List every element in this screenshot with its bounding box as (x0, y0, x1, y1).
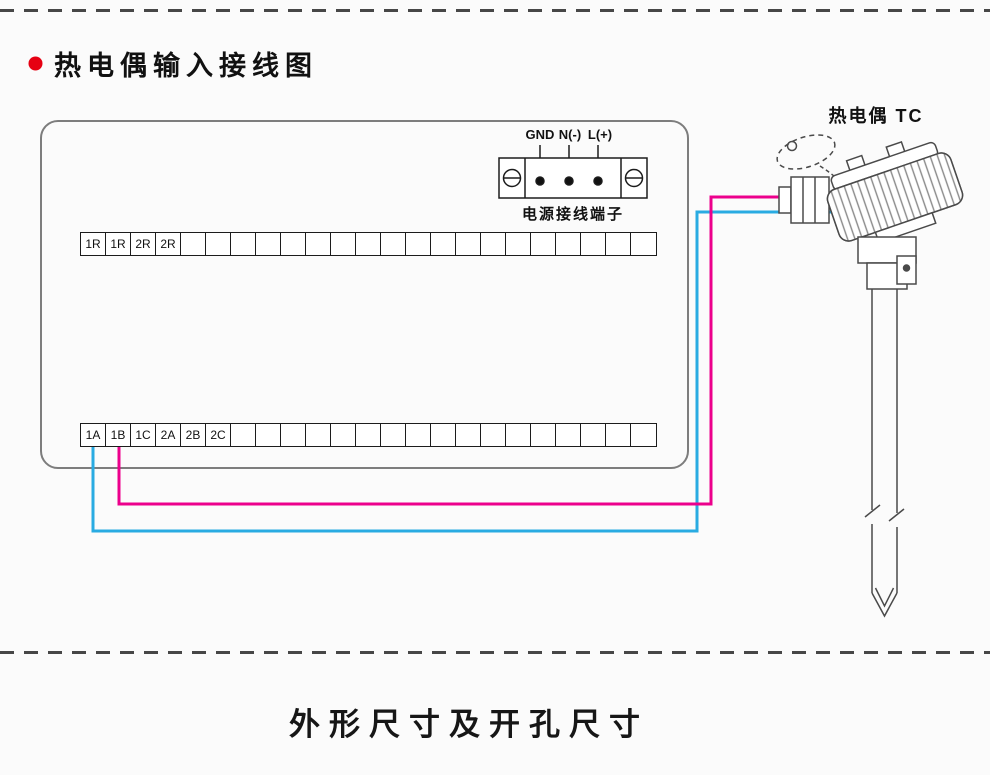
terminal-cell (331, 233, 356, 255)
terminal-cell (631, 233, 656, 255)
terminal-cell (456, 233, 481, 255)
protective-cap-dashed (776, 134, 836, 170)
terminal-cell (256, 424, 281, 446)
thermocouple-label: 热电偶 TC (828, 106, 924, 126)
terminal-cell (281, 424, 306, 446)
terminal-cell (356, 424, 381, 446)
terminal-cell (431, 424, 456, 446)
terminal-cell (631, 424, 656, 446)
terminal-cell: 1C (131, 424, 156, 446)
power-label-gnd: GND (525, 127, 555, 142)
instrument-rear-panel (40, 120, 689, 469)
probe-break-mark (864, 504, 881, 518)
terminal-cell (381, 424, 406, 446)
power-label-live: L(+) (587, 127, 613, 142)
terminal-cell (581, 424, 606, 446)
neck-lower (866, 262, 908, 290)
terminal-cell: 2B (181, 424, 206, 446)
dimensions-title: 外形尺寸及开孔尺寸 (289, 707, 649, 742)
terminal-cell (506, 424, 531, 446)
terminal-cell (231, 424, 256, 446)
terminal-cell (506, 233, 531, 255)
terminal-cell (531, 233, 556, 255)
neck-side-block (896, 255, 917, 285)
terminal-cell (406, 424, 431, 446)
cap-chain-dashed (819, 165, 847, 189)
probe-break-mark (888, 508, 905, 522)
terminal-cell (206, 233, 231, 255)
red-bullet-icon (28, 56, 43, 71)
terminal-cell: 1A (81, 424, 106, 446)
terminal-cell (356, 233, 381, 255)
probe-tip-inner (874, 587, 895, 608)
probe-tip (871, 592, 898, 618)
neck-screw-dot (902, 264, 911, 272)
terminal-cell (606, 424, 631, 446)
terminal-cell: 2C (206, 424, 231, 446)
power-terminal-caption: 电源接线端子 (521, 206, 624, 223)
power-label-neutral: N(-) (558, 127, 582, 142)
neck-upper (857, 236, 917, 264)
terminal-cell: 2R (131, 233, 156, 255)
terminal-cell (431, 233, 456, 255)
bottom-dashed-divider (0, 651, 990, 654)
terminal-cell (306, 424, 331, 446)
terminal-cell (306, 233, 331, 255)
terminal-cell (181, 233, 206, 255)
thermocouple-head (826, 140, 964, 244)
terminal-cell (606, 233, 631, 255)
thermocouple-drawing (776, 134, 964, 618)
terminal-cell (381, 233, 406, 255)
top-dashed-divider (0, 9, 990, 12)
terminal-cell (231, 233, 256, 255)
terminal-cell (281, 233, 306, 255)
cap-screw-icon (786, 140, 798, 152)
terminal-cell (556, 424, 581, 446)
terminal-cell (581, 233, 606, 255)
terminal-cell: 1R (81, 233, 106, 255)
terminal-cell: 2R (156, 233, 181, 255)
terminal-cell (406, 233, 431, 255)
terminal-cell (331, 424, 356, 446)
terminal-cell (531, 424, 556, 446)
terminal-cell (481, 233, 506, 255)
terminal-cell (481, 424, 506, 446)
wiring-title: 热电偶输入接线图 (54, 51, 318, 81)
fitting-nut (790, 176, 830, 224)
terminal-cell (456, 424, 481, 446)
bullet-dot (28, 56, 43, 71)
terminal-cell: 2A (156, 424, 181, 446)
fitting-collar (778, 186, 792, 214)
section-title: 热电偶输入接线图 (28, 44, 318, 83)
terminal-cell (256, 233, 281, 255)
terminal-cell: 1R (106, 233, 131, 255)
terminal-cell (556, 233, 581, 255)
terminal-cell: 1B (106, 424, 131, 446)
